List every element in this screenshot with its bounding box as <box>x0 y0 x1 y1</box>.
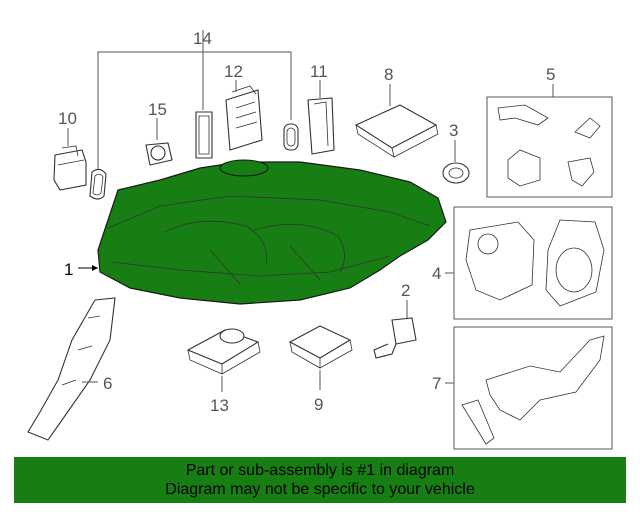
part-13-igniter[interactable] <box>186 328 261 392</box>
part-14-gasket-left[interactable] <box>89 168 107 200</box>
part-10-connector[interactable] <box>53 128 87 191</box>
part-3-seal[interactable] <box>442 140 470 184</box>
callout-1[interactable]: 1 <box>64 260 73 279</box>
callout-14-bracket <box>97 30 292 178</box>
part-1-headlamp-assembly[interactable] <box>97 159 447 305</box>
part-5-brackets <box>497 104 601 187</box>
callout-1-arrowhead <box>92 265 98 271</box>
part-7-bracket-box[interactable] <box>453 326 613 450</box>
part-6-trim-panel[interactable] <box>27 297 116 441</box>
part-8-ballast[interactable] <box>354 84 439 158</box>
part-4-covers <box>465 219 605 307</box>
banner-line-1: Part or sub-assembly is #1 in diagram <box>185 462 455 479</box>
part-2-bulb[interactable] <box>373 300 417 359</box>
part-11-module[interactable] <box>307 80 335 155</box>
callout-7[interactable]: 7 <box>432 374 441 393</box>
callout-4[interactable]: 4 <box>432 264 441 283</box>
part-14-gasket-middle[interactable] <box>195 111 213 159</box>
callout-11[interactable]: 11 <box>310 62 328 81</box>
part-12-module[interactable] <box>225 80 263 151</box>
part-15-socket[interactable] <box>145 118 173 166</box>
part-14-gasket-right[interactable] <box>283 123 299 151</box>
callout-5[interactable]: 5 <box>546 65 555 84</box>
callout-3[interactable]: 3 <box>449 121 458 140</box>
callout-10[interactable]: 10 <box>58 109 77 128</box>
parts-diagram: 14 10 15 12 11 <box>27 29 613 450</box>
callout-15[interactable]: 15 <box>148 100 167 119</box>
banner-line-2: Diagram may not be specific to your vehi… <box>165 481 475 498</box>
callout-8[interactable]: 8 <box>384 65 393 84</box>
callout-12[interactable]: 12 <box>224 62 243 81</box>
notice-banner: Part or sub-assembly is #1 in diagram Di… <box>14 457 626 503</box>
headlamp-housing <box>97 161 447 305</box>
callout-2[interactable]: 2 <box>401 281 410 300</box>
part-5-kit-box[interactable] <box>486 96 613 198</box>
callout-14[interactable]: 14 <box>193 29 212 48</box>
callout-13[interactable]: 13 <box>210 396 229 415</box>
part-7-bracket <box>461 335 605 445</box>
callout-9[interactable]: 9 <box>314 395 323 414</box>
callout-6[interactable]: 6 <box>103 374 112 393</box>
part-9-ballast[interactable] <box>288 325 353 390</box>
